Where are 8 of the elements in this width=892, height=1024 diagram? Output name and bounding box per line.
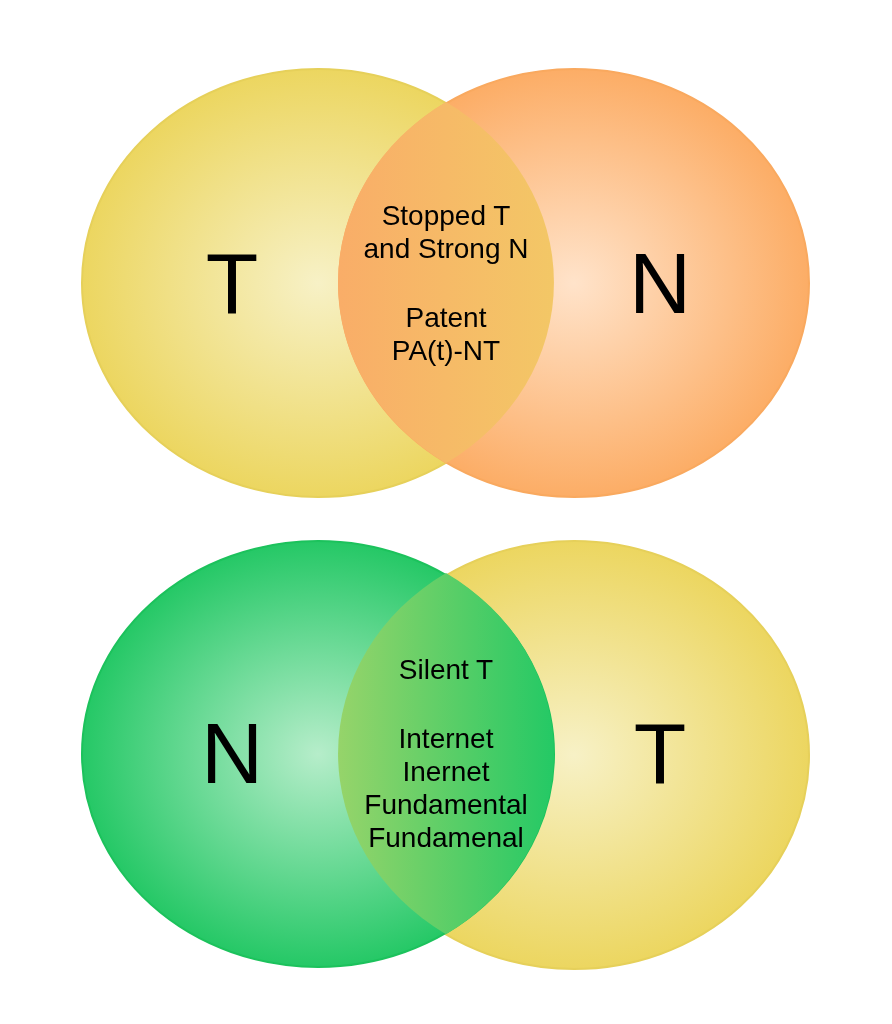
- overlap-label: Internet Inernet Fundamental Fundamenal: [363, 722, 529, 855]
- overlap-label: Silent T: [397, 653, 495, 687]
- circle-label: T: [633, 710, 687, 796]
- circle-label: N: [628, 240, 692, 326]
- circle-label: T: [205, 240, 259, 326]
- overlap-label: Stopped T and Strong N: [362, 199, 530, 265]
- overlap-label: Patent PA(t)-NT: [390, 301, 502, 367]
- circle-label: N: [200, 710, 264, 796]
